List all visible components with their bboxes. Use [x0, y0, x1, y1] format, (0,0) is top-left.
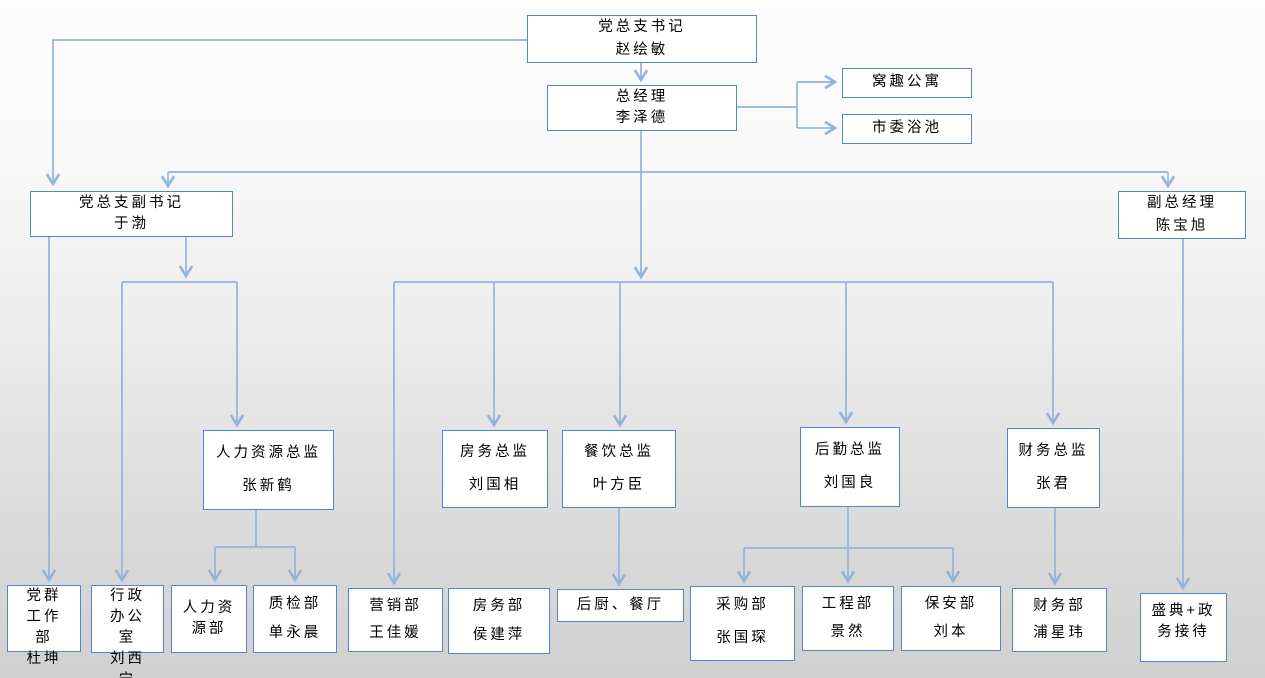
node-deputy-party-secretary: 党总支副书记 于渤 [30, 191, 233, 237]
node-title: 党群工作部 [26, 588, 62, 647]
node-label: 后厨、餐厅 [576, 596, 665, 613]
node-engineering-dept: 工程部 景然 [802, 586, 894, 651]
node-person: 叶方臣 [592, 476, 646, 493]
node-person: 陈宝旭 [1155, 217, 1209, 234]
node-title: 后勤总监 [815, 441, 885, 458]
node-title: 房务部 [472, 598, 526, 615]
node-title: 人力资源总监 [216, 444, 321, 461]
node-title: 财务总监 [1018, 442, 1089, 459]
node-hr-director: 人力资源总监 张新鹤 [203, 430, 334, 510]
node-woqu-apartment: 窝趣公寓 [842, 68, 972, 98]
node-title: 采购部 [716, 597, 769, 613]
node-security-dept: 保安部 刘本 [901, 586, 1001, 651]
node-finance-director: 财务总监 张君 [1007, 428, 1100, 508]
node-title: 党总支副书记 [79, 194, 184, 211]
node-person: 王佳媛 [369, 625, 422, 642]
node-title: 行政办公室 [110, 588, 145, 647]
node-finance-dept: 财务部 浦星玮 [1012, 588, 1107, 652]
node-qc-dept: 质检部 单永晨 [253, 585, 337, 653]
node-title: 营销部 [369, 597, 422, 614]
node-shiwei-bath: 市委浴池 [842, 114, 972, 144]
node-title: 财务部 [1033, 597, 1086, 614]
node-person: 杜坤 [26, 651, 62, 668]
node-hr-dept: 人力资源部 [171, 585, 247, 653]
node-housekeeping-dept: 房务部 侯建萍 [448, 588, 550, 654]
node-label: 盛典+政务接待 [1151, 603, 1216, 641]
node-general-manager: 总经理 李泽德 [547, 85, 737, 131]
node-label: 窝趣公寓 [872, 74, 942, 91]
node-person: 浦星玮 [1033, 625, 1086, 642]
node-person: 张君 [1036, 475, 1071, 492]
node-person: 张国琛 [716, 630, 769, 647]
node-title: 工程部 [821, 595, 875, 612]
node-purchasing-dept: 采购部 张国琛 [690, 586, 795, 661]
node-person: 于渤 [114, 216, 149, 233]
node-kitchen-dining: 后厨、餐厅 [557, 589, 684, 622]
node-party-secretary: 党总支书记 赵绘敏 [527, 15, 757, 63]
node-logistics-director: 后勤总监 刘国良 [800, 427, 900, 507]
node-title: 副总经理 [1147, 195, 1217, 212]
node-person: 刘本 [933, 623, 969, 640]
node-person: 刘国良 [823, 474, 877, 491]
node-person: 李泽德 [615, 110, 669, 127]
node-person: 单永晨 [268, 624, 322, 641]
node-grand-events: 盛典+政务接待 [1140, 593, 1227, 662]
node-housekeeping-director: 房务总监 刘国相 [442, 430, 548, 508]
node-person: 侯建萍 [472, 626, 526, 643]
node-title: 餐饮总监 [584, 444, 654, 461]
node-title: 房务总监 [460, 444, 530, 461]
node-party-mass-dept: 党群工作部 杜坤 [7, 585, 81, 667]
node-marketing-dept: 营销部 王佳媛 [348, 588, 443, 652]
node-person: 景然 [830, 623, 866, 640]
node-title: 保安部 [924, 595, 978, 612]
node-admin-office: 行政办公室 刘西宁 [91, 585, 164, 678]
node-fnb-director: 餐饮总监 叶方臣 [562, 430, 676, 508]
node-title: 人力资源部 [182, 599, 236, 637]
node-person: 刘国相 [468, 476, 522, 493]
node-title: 质检部 [268, 595, 322, 612]
node-title: 总经理 [615, 88, 669, 105]
node-person: 刘西宁 [110, 651, 145, 678]
node-label: 市委浴池 [872, 120, 942, 137]
node-person: 赵绘敏 [615, 41, 669, 58]
node-title: 党总支书记 [598, 19, 686, 36]
node-person: 张新鹤 [242, 477, 295, 494]
node-deputy-general-manager: 副总经理 陈宝旭 [1118, 191, 1246, 239]
